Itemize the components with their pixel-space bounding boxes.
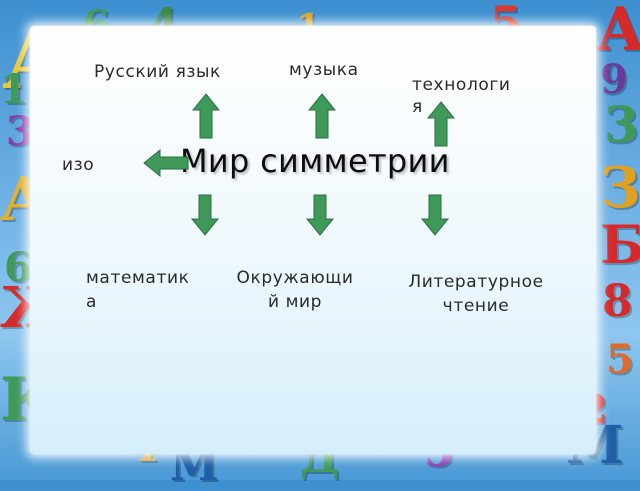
label-world-line2: й мир xyxy=(267,292,323,312)
decor-digit-1-left: 1 xyxy=(0,66,28,113)
label-art: изо xyxy=(62,155,95,175)
label-math: математик а xyxy=(86,266,189,314)
arrow-up-technology-icon xyxy=(427,101,455,147)
decor-letter-b-right: Б xyxy=(600,215,640,276)
decor-digit-9-right: 9 xyxy=(600,56,628,103)
decor-digit-6-left: 6 xyxy=(4,244,32,291)
label-literary-reading: Литературное чтение xyxy=(396,270,556,318)
content-card xyxy=(30,26,596,454)
arrow-down-math-icon xyxy=(190,194,220,236)
decor-digit-3-left: 3 xyxy=(6,108,34,155)
decor-letter-z-right: З xyxy=(600,155,640,221)
label-world-line1: Окружающи xyxy=(236,268,354,288)
label-math-line1: математик xyxy=(86,268,190,288)
decor-digit-8-right: 8 xyxy=(602,276,633,327)
label-technology: технологи я xyxy=(412,74,511,118)
arrow-left-art-icon xyxy=(143,148,189,178)
label-math-line2: а xyxy=(86,292,98,312)
diagram-title: Мир симметрии xyxy=(180,142,450,180)
arrow-up-russian-icon xyxy=(192,93,220,139)
arrow-up-music-icon xyxy=(308,93,336,139)
arrow-down-world-icon xyxy=(305,194,335,236)
decor-letter-a-right: А xyxy=(596,0,640,65)
label-technology-line2: я xyxy=(412,97,423,117)
label-surrounding-world: Окружающи й мир xyxy=(236,266,354,314)
label-lit-line1: Литературное xyxy=(408,272,544,292)
label-russian-language: Русский язык xyxy=(94,62,221,82)
label-music: музыка xyxy=(289,60,359,80)
decor-digit-3-right: 3 xyxy=(604,95,639,154)
label-lit-line2: чтение xyxy=(442,296,510,316)
label-technology-line1: технологи xyxy=(412,75,511,95)
arrow-down-literature-icon xyxy=(420,194,450,236)
decor-digit-5-right: 5 xyxy=(606,336,634,383)
